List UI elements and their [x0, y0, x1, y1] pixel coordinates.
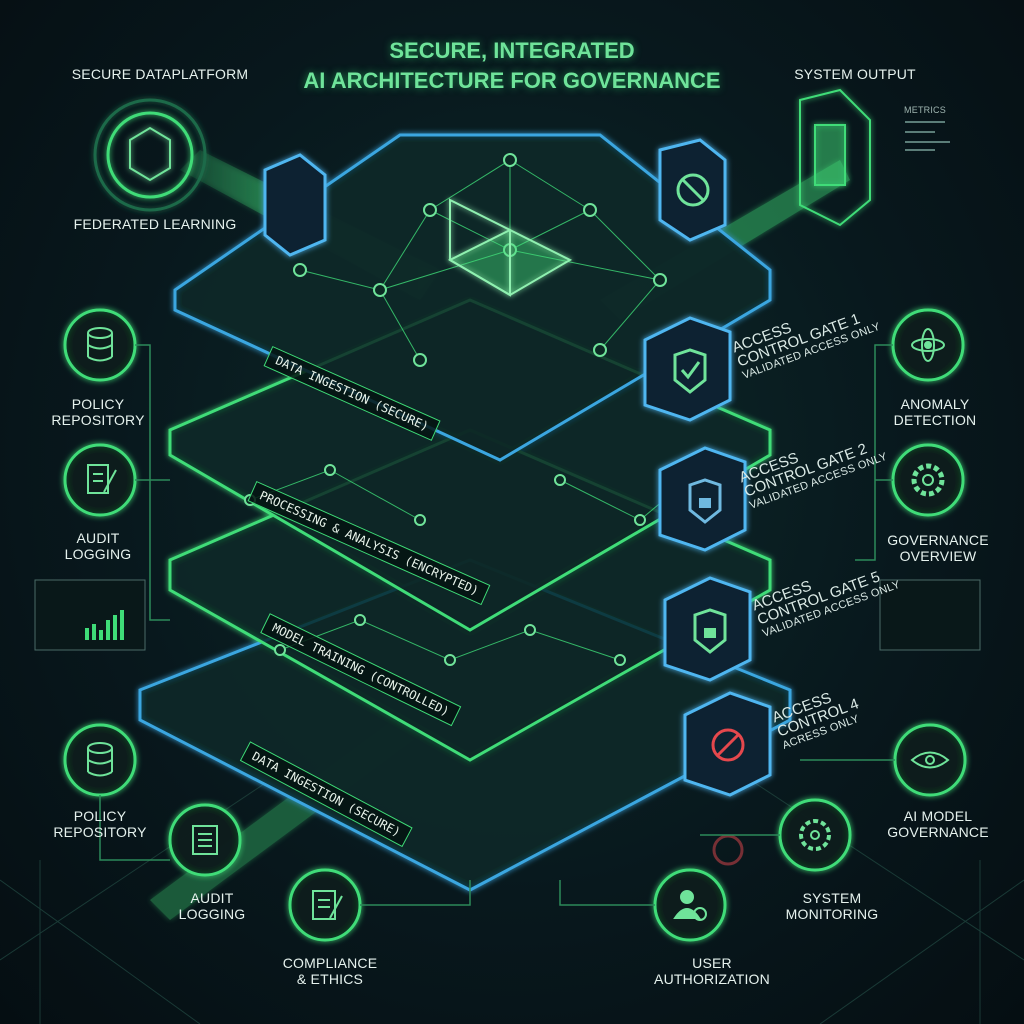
mini-bar-chart: [85, 610, 124, 640]
eye-icon: [910, 751, 950, 769]
shield-lock-icon: [688, 478, 722, 524]
node-compliance-ethics[interactable]: [288, 868, 362, 942]
label-line: LOGGING: [178, 906, 246, 922]
gate-top-left: [263, 153, 327, 257]
connector-lines: [99, 344, 895, 906]
list-icon: [192, 825, 218, 855]
label-line: AUTHORIZATION: [654, 971, 770, 987]
compliance-ethics-label: COMPLIANCE& ETHICS: [283, 955, 378, 987]
label-line: GOVERNANCE: [887, 532, 989, 548]
atom-icon: [911, 328, 945, 362]
label-line: REPOSITORY: [51, 412, 145, 428]
label-line: AUDIT: [190, 890, 234, 906]
user-icon: [673, 890, 707, 921]
dashboard-panels: [34, 579, 981, 651]
label-line: DETECTION: [893, 412, 977, 428]
title-line-1: SECURE, INTEGRATED: [389, 38, 635, 63]
central-cube-icon: [447, 198, 573, 297]
label-line: GOVERNANCE: [887, 824, 989, 840]
label-line: & ETHICS: [296, 971, 364, 987]
shield-check-icon: [673, 348, 707, 394]
page-title: SECURE, INTEGRATED AI ARCHITECTURE FOR G…: [303, 36, 720, 96]
label-line: REPOSITORY: [53, 824, 147, 840]
secure-dataplatform-emblem: [93, 98, 207, 212]
label-line: MONITORING: [785, 906, 879, 922]
label-line: LOGGING: [64, 546, 132, 562]
database-icon: [87, 327, 113, 362]
label-line: AUDIT: [76, 530, 120, 546]
node-policy-repository-left[interactable]: [63, 308, 137, 382]
node-system-monitoring[interactable]: [778, 798, 852, 872]
blocked-icon: [711, 728, 745, 762]
access-gate-1: [643, 316, 732, 422]
label-line: ANOMALY: [900, 396, 970, 412]
node-governance-overview[interactable]: [891, 443, 965, 517]
label-line: USER: [692, 955, 732, 971]
label-line: POLICY: [71, 396, 125, 412]
gear-icon: [911, 463, 945, 497]
secure-dataplatform-label: SECURE DATAPLATFORM: [71, 66, 249, 82]
federated-learning-label: FEDERATED LEARNING: [73, 216, 237, 232]
title-line-2: AI ARCHITECTURE FOR GOVERNANCE: [303, 68, 721, 93]
shield-lock-icon: [693, 608, 727, 654]
label-line: SYSTEM: [802, 890, 862, 906]
metrics-label: METRICS: [904, 105, 946, 115]
label-line: POLICY: [73, 808, 127, 824]
database-icon: [87, 742, 113, 777]
metrics-bars: [905, 121, 950, 151]
clipboard-icon: [312, 890, 343, 920]
node-ai-model-governance[interactable]: [893, 723, 967, 797]
document-pen-icon: [87, 464, 117, 494]
system-output-emblem: [799, 88, 871, 227]
system-output-label: SYSTEM OUTPUT: [794, 66, 916, 82]
node-policy-repository-bottom[interactable]: [63, 723, 137, 797]
node-user-authorization[interactable]: [653, 868, 727, 942]
eye-gear-icon: [799, 819, 831, 851]
label-line: COMPLIANCE: [282, 955, 378, 971]
label-line: AI MODEL: [903, 808, 973, 824]
label-line: OVERVIEW: [899, 548, 977, 564]
background-grid: [0, 759, 1024, 1024]
blocked-icon: [676, 173, 710, 207]
